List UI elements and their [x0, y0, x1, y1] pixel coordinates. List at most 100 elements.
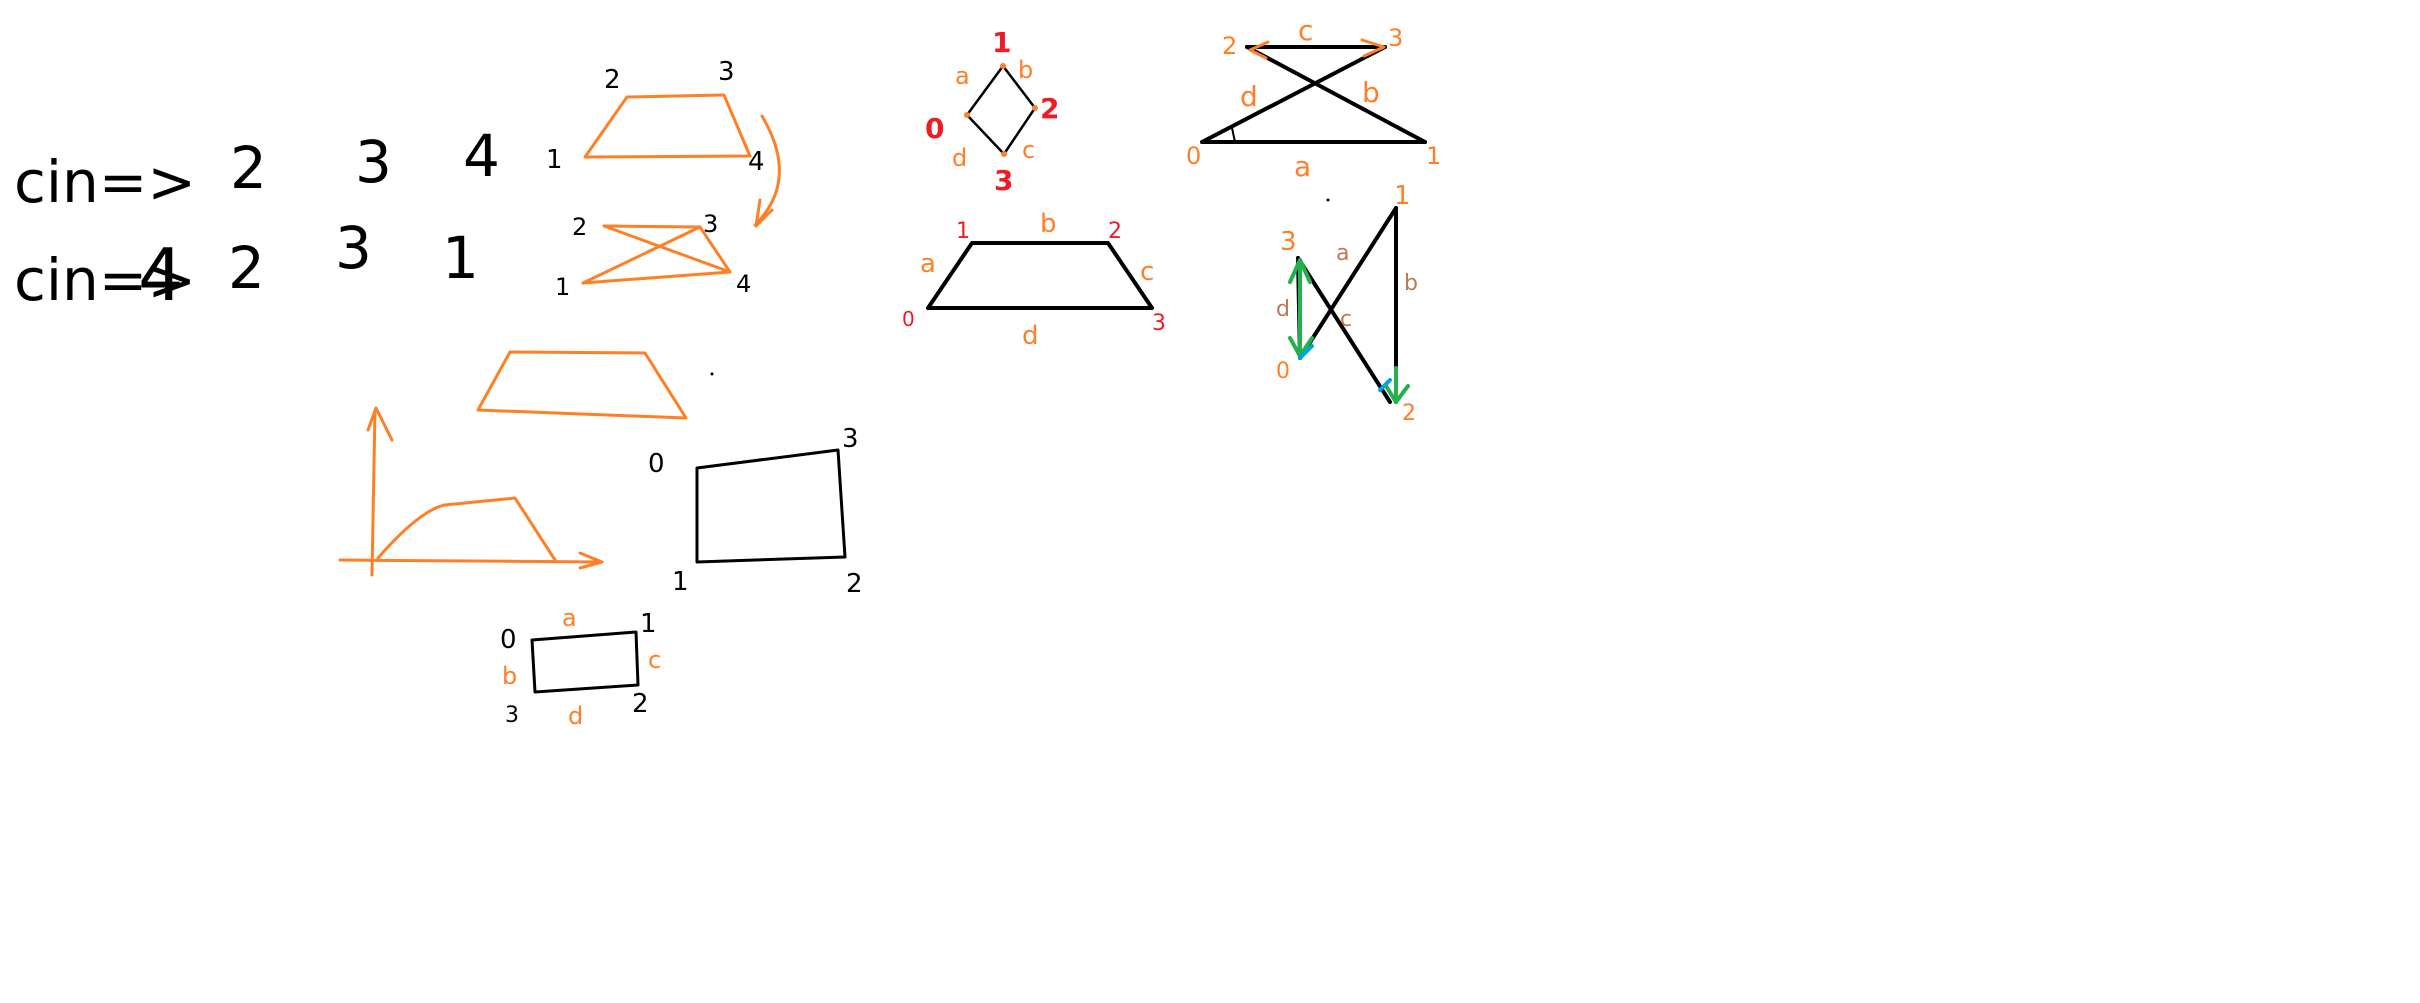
sketch-cross-outline — [581, 224, 732, 285]
cross-vertical-vertex-2: 2 — [1402, 401, 1416, 426]
row2-value-1: 1 — [442, 224, 479, 292]
diamond-vertex-1: 1 — [992, 26, 1011, 59]
sequence-row-2: cin=> 4 2 3 1 — [14, 214, 479, 317]
row1-prefix: cin=> — [14, 148, 196, 216]
sketch-cross-label-1: 1 — [555, 273, 570, 301]
diamond-edge-c: c — [1022, 136, 1035, 164]
diamond-edge-b: b — [1018, 56, 1033, 84]
row1-value-3: 3 — [355, 128, 392, 196]
sketch-cross: 2 3 1 4 — [555, 210, 751, 301]
sketch-top-outline — [583, 93, 752, 159]
plot-x-axis — [338, 558, 602, 564]
rect-large-label-0: 0 — [648, 449, 665, 479]
sketch-top-trapezoid: 1 2 3 4 — [546, 57, 781, 228]
plot-curve — [376, 496, 557, 562]
rect-small-edge-a: a — [562, 604, 577, 632]
cross-right: 0 1 2 3 a b c d — [1186, 14, 1441, 183]
trapezoid: 0 1 2 3 a b c d — [902, 209, 1166, 351]
cross-right-vertex-3: 3 — [1388, 24, 1403, 52]
row1-value-4: 4 — [463, 122, 500, 190]
trapezoid-edge-a: a — [920, 249, 936, 279]
diamond-vertex-3: 3 — [994, 164, 1013, 197]
rect-small: 0 1 2 3 a b c d — [500, 604, 661, 730]
cross-vertical-edge-c: c — [1340, 307, 1352, 332]
trapezoid-edge-c: c — [1140, 257, 1154, 287]
cross-vertical: 0 1 2 3 a b c d — [1276, 181, 1418, 426]
cross-right-vertex-2: 2 — [1222, 32, 1237, 60]
diamond-vertex-0: 0 — [925, 112, 944, 145]
row1-value-2: 2 — [230, 134, 267, 202]
sketch-top-arrowhead — [754, 198, 774, 228]
plot-x-arrowhead — [578, 551, 604, 570]
cross-vertical-vertex-0: 0 — [1276, 359, 1290, 384]
rect-large: 0 1 2 3 — [648, 424, 863, 599]
diamond-edge-a: a — [955, 62, 970, 90]
rect-small-outline — [530, 630, 640, 694]
rect-large-outline — [695, 448, 847, 564]
row2-value-2: 2 — [228, 234, 265, 302]
trapezoid-vertex-2: 2 — [1108, 219, 1122, 244]
sketch-top-curve-arrow — [753, 114, 781, 227]
rect-small-corner-2: 2 — [632, 689, 649, 719]
rect-small-edge-d: d — [568, 702, 583, 730]
diamond-vertex-2: 2 — [1040, 92, 1059, 125]
stray-dot — [1326, 198, 1330, 202]
rect-large-label-1: 1 — [672, 567, 689, 597]
cross-vertical-diagonals — [1296, 206, 1398, 404]
rect-large-label-2: 2 — [846, 569, 863, 599]
cross-vertical-blue-mark-right — [1378, 378, 1392, 392]
sketch-top-label-1: 1 — [546, 145, 563, 175]
cross-vertical-arrow-down-right — [1384, 366, 1410, 404]
diamond-edge-d: d — [952, 144, 967, 172]
rect-small-corner-1: 1 — [640, 609, 657, 639]
diamond-vertex-dot — [1001, 151, 1007, 157]
trapezoid-edge-d: d — [1022, 321, 1039, 351]
cross-right-arrowhead-3 — [1360, 38, 1386, 58]
rect-small-corner-3: 3 — [505, 703, 519, 728]
cross-vertical-edge-d: d — [1276, 297, 1290, 322]
trapezoid-vertex-0: 0 — [902, 307, 915, 331]
row2-value-3: 3 — [335, 214, 372, 282]
sketch-cross-label-4: 4 — [736, 270, 751, 298]
sequence-row-1: cin=> 2 3 4 — [14, 122, 500, 216]
stray-dot — [710, 372, 714, 376]
cross-vertical-blue-mark-left — [1298, 344, 1314, 360]
sketch-cross-diagonals — [581, 224, 732, 285]
plot-y-arrowhead — [366, 406, 394, 442]
row2-value-4: 4 — [138, 233, 184, 317]
rect-small-edge-c: c — [648, 646, 661, 674]
diamond-vertex-dot — [964, 112, 970, 118]
diamond-vertex-dot — [1032, 105, 1038, 111]
sketch-cross-label-2: 2 — [572, 213, 587, 241]
sketch-top-label-4: 4 — [748, 147, 765, 177]
cross-right-arrowhead-2 — [1248, 40, 1270, 60]
cross-right-edge-c: c — [1298, 14, 1313, 47]
cross-right-edge-b: b — [1362, 76, 1380, 109]
orange-trapezoid — [476, 350, 688, 420]
sketch-top-label-2: 2 — [604, 65, 621, 95]
sketch-cross-label-3: 3 — [703, 210, 718, 238]
cross-right-edge-a: a — [1294, 150, 1311, 183]
trapezoid-vertex-3: 3 — [1152, 311, 1166, 336]
cross-right-diagonals — [1200, 45, 1427, 144]
rect-small-edge-b: b — [502, 662, 517, 690]
cross-vertical-edge-a: a — [1336, 241, 1349, 266]
trapezoid-outline — [926, 241, 1154, 310]
diamond-vertex-dot — [1000, 63, 1006, 69]
orange-axes-plot — [338, 406, 604, 577]
diamond: 0 1 2 3 a b c d — [925, 26, 1059, 197]
cross-vertical-arrow-up — [1288, 258, 1312, 352]
rect-large-label-3: 3 — [842, 424, 859, 454]
plot-y-axis — [370, 408, 377, 577]
cross-vertical-edge-b: b — [1404, 271, 1418, 296]
rect-small-corner-0: 0 — [500, 625, 517, 655]
cross-right-edge-d: d — [1240, 80, 1258, 113]
cross-right-angle-mark — [1231, 127, 1236, 143]
row2-prefix: cin=> — [14, 246, 196, 314]
trapezoid-edge-b: b — [1040, 209, 1057, 239]
cross-vertical-vertex-1: 1 — [1394, 181, 1411, 211]
cross-right-vertex-0: 0 — [1186, 142, 1201, 170]
trapezoid-vertex-1: 1 — [956, 219, 970, 244]
cross-vertical-vertex-3: 3 — [1280, 227, 1297, 257]
sketch-top-label-3: 3 — [718, 57, 735, 87]
